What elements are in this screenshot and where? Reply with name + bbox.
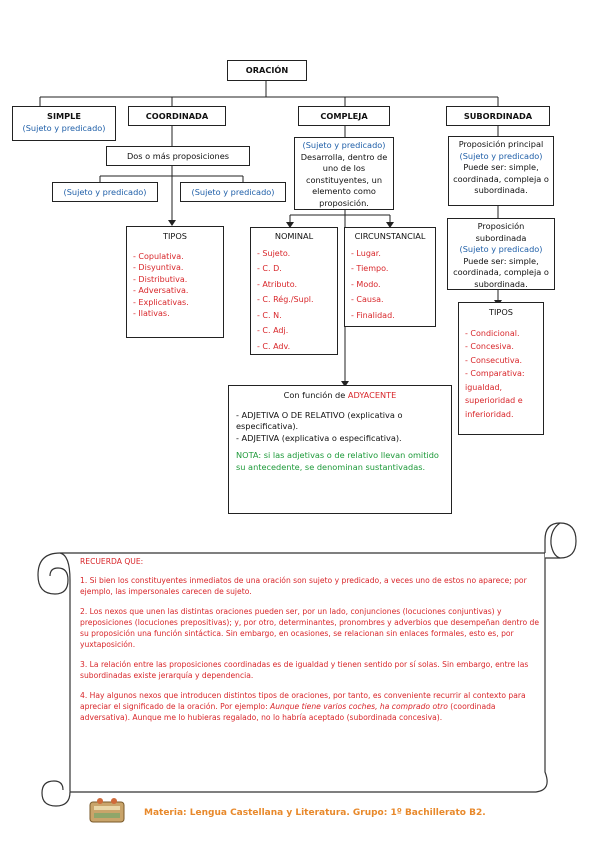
recuerda-p3: 3. La relación entre las proposiciones c…	[80, 660, 529, 680]
list-item: - Ilativas.	[133, 309, 170, 319]
compleja-sub: (Sujeto y predicado)	[302, 140, 386, 150]
compleja-nominal-box: NOMINAL - Sujeto. - C. D. - Atributo. - …	[250, 227, 338, 355]
footer-text: Materia: Lengua Castellana y Literatura.…	[144, 808, 486, 818]
coordinada-branch-left: (Sujeto y predicado)	[52, 182, 158, 202]
list-item: - C. Adj.	[257, 326, 289, 335]
adyacente-item-1: - ADJETIVA O DE RELATIVO (explicativa o …	[236, 409, 403, 432]
list-item: - Adversativa.	[133, 286, 189, 296]
list-item: - Condicional.	[465, 328, 520, 338]
subordinada-tipos-title: TIPOS	[489, 307, 513, 317]
recuerda-p4-b: (coordinada adversativa). Aunque me lo h…	[80, 702, 496, 722]
root-label: ORACIÓN	[245, 65, 289, 75]
nominal-title: NOMINAL	[274, 231, 314, 241]
school-logo-icon	[89, 798, 125, 823]
subordinada-box: SUBORDINADA	[446, 106, 550, 126]
sub-prop-sub: (Sujeto y predicado)	[459, 244, 543, 254]
list-item: - Disyuntiva.	[133, 263, 184, 273]
subordinada-title: SUBORDINADA	[463, 111, 533, 121]
coordinada-box: COORDINADA	[128, 106, 226, 126]
adyacente-box: Con función de ADYACENTE - ADJETIVA O DE…	[228, 385, 452, 514]
list-item: - C. N.	[257, 310, 282, 320]
circ-list: - Lugar. - Tiempo. - Modo. - Causa. - Fi…	[351, 246, 429, 324]
root-box: ORACIÓN	[227, 60, 307, 81]
sub-prop-title: Proposición subordinada	[475, 221, 527, 243]
list-item: - Atributo.	[257, 279, 297, 289]
coordinada-tipos-list: - Copulativa. - Disyuntiva. - Distributi…	[133, 251, 217, 321]
recuerda-p4: 4. Hay algunos nexos que introducen dist…	[80, 690, 540, 723]
simple-sub: (Sujeto y predicado)	[22, 122, 106, 133]
nominal-list: - Sujeto. - C. D. - Atributo. - C. Rég./…	[257, 246, 331, 355]
simple-title: SIMPLE	[47, 111, 81, 121]
principal-sub: (Sujeto y predicado)	[459, 150, 543, 161]
adyacente-note: NOTA: si las adjetivas o de relativo lle…	[236, 450, 439, 472]
subordinada-tipos-box: TIPOS - Condicional. - Concesiva. - Cons…	[458, 302, 544, 435]
principal-box: Proposición principal (Sujeto y predicad…	[448, 136, 554, 206]
list-item: - Sujeto.	[257, 248, 291, 258]
simple-box: SIMPLE (Sujeto y predicado)	[12, 106, 116, 141]
recuerda-section: RECUERDA QUE: 1. Si bien los constituyen…	[80, 556, 540, 732]
list-item: - Distributiva.	[133, 274, 188, 284]
recuerda-p2: 2. Los nexos que unen las distintas orac…	[80, 607, 540, 649]
list-item: - Consecutiva.	[465, 355, 523, 365]
circ-title: CIRCUNSTANCIAL	[354, 231, 426, 241]
list-item: - Finalidad.	[351, 310, 395, 320]
adyacente-title-prefix: Con función de	[283, 390, 348, 400]
recuerda-title: RECUERDA QUE:	[80, 557, 144, 566]
recuerda-p4-italic: Aunque tiene varios coches, ha comprado …	[270, 702, 448, 711]
sub-prop-desc: Puede ser: simple, coordinada, compleja …	[453, 255, 549, 289]
list-item: - Tiempo.	[351, 264, 389, 273]
principal-title: Proposición principal	[458, 139, 544, 149]
coordinada-tipos-box: TIPOS - Copulativa. - Disyuntiva. - Dist…	[126, 226, 224, 338]
recuerda-p1: 1. Si bien los constituyentes inmediatos…	[80, 576, 527, 596]
list-item: - Lugar.	[351, 248, 381, 258]
recuerda-p4-a: 4. Hay algunos nexos que introducen dist…	[80, 691, 526, 711]
coordinada-title: COORDINADA	[145, 111, 209, 121]
list-item: - Modo.	[351, 279, 381, 289]
list-item: - C. Adv.	[257, 341, 291, 351]
sub-prop-box: Proposición subordinada (Sujeto y predic…	[447, 218, 555, 290]
list-item: - C. D.	[257, 264, 282, 273]
compleja-circ-box: CIRCUNSTANCIAL - Lugar. - Tiempo. - Modo…	[344, 227, 436, 327]
list-item: - Causa.	[351, 295, 384, 304]
principal-desc: Puede ser: simple, coordinada, compleja …	[453, 162, 549, 195]
list-item: - Comparativa: igualdad, superioridad e …	[465, 369, 525, 419]
list-item: - Concesiva.	[465, 342, 514, 351]
compleja-title: COMPLEJA	[320, 111, 368, 121]
adyacente-item-2: - ADJETIVA (explicativa o especificativa…	[236, 432, 402, 443]
coordinada-branch-left-label: (Sujeto y predicado)	[63, 187, 147, 197]
compleja-desc-box: (Sujeto y predicado) Desarrolla, dentro …	[294, 137, 394, 210]
coordinada-branch-right-label: (Sujeto y predicado)	[191, 187, 275, 197]
coordinada-props-box: Dos o más proposiciones	[106, 146, 250, 166]
compleja-desc: Desarrolla, dentro de uno de los constit…	[300, 151, 388, 208]
adyacente-title: Con función de ADYACENTE	[236, 390, 444, 402]
subordinada-tipos-list: - Condicional. - Concesiva. - Consecutiv…	[465, 327, 537, 422]
coordinada-props: Dos o más proposiciones	[126, 151, 230, 161]
coordinada-branch-right: (Sujeto y predicado)	[180, 182, 286, 202]
list-item: - C. Rég./Supl.	[257, 295, 314, 304]
compleja-box: COMPLEJA	[298, 106, 390, 126]
adyacente-title-red: ADYACENTE	[347, 390, 397, 400]
list-item: - Copulativa.	[133, 251, 184, 261]
coordinada-tipos-title: TIPOS	[163, 231, 187, 241]
list-item: - Explicativas.	[133, 297, 189, 307]
